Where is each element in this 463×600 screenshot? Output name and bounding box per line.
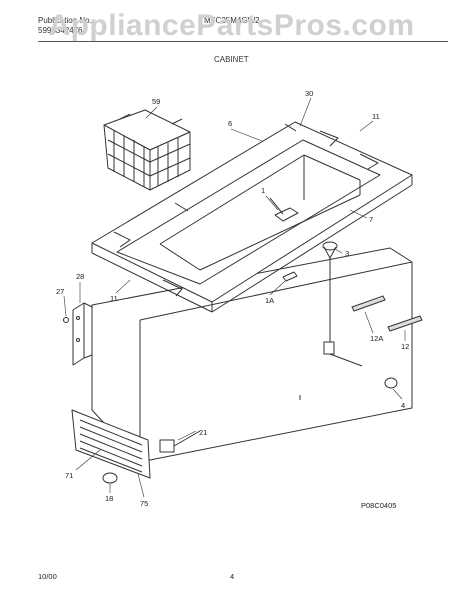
label-light-assembly: 1 bbox=[261, 186, 265, 195]
label-strip-12: 12 bbox=[401, 342, 409, 351]
label-breaker-left: 11 bbox=[110, 294, 118, 303]
page-number: 4 bbox=[230, 572, 235, 581]
label-foot: 18 bbox=[105, 494, 113, 503]
label-strip-12a: 12A bbox=[370, 334, 383, 343]
label-liner-left: 6 bbox=[228, 119, 232, 128]
model-number: MFC25M4GW2 bbox=[204, 16, 260, 25]
section-title: CABINET bbox=[214, 55, 249, 64]
header-rule bbox=[38, 41, 448, 42]
liner-walls bbox=[159, 154, 361, 271]
strips bbox=[351, 295, 423, 332]
grille bbox=[71, 409, 151, 479]
drain-rod bbox=[322, 241, 363, 367]
basket bbox=[103, 109, 191, 191]
label-hinge-screw: 27 bbox=[56, 287, 64, 296]
switch-1a bbox=[282, 271, 298, 282]
figure-code: P08C0405 bbox=[361, 501, 396, 510]
label-drain-plug: 21 bbox=[199, 428, 207, 437]
hinge-bracket bbox=[63, 302, 93, 366]
light-assembly bbox=[269, 197, 299, 222]
leader-lines bbox=[63, 97, 406, 498]
label-cabinet-corner: 7 bbox=[369, 215, 373, 224]
label-basket: 59 bbox=[152, 97, 160, 106]
label-top-frame: 30 bbox=[305, 89, 313, 98]
label-knob-top: 3 bbox=[345, 249, 349, 258]
label-grille: 75 bbox=[140, 499, 148, 508]
footer-date: 10/00 bbox=[38, 572, 57, 581]
label-breaker-right: 11 bbox=[372, 112, 380, 121]
label-hinge-bracket: 28 bbox=[76, 272, 84, 281]
cabinet-body bbox=[91, 247, 413, 463]
publication-label: Publication No. bbox=[38, 16, 92, 25]
label-leveling-leg: 4 bbox=[401, 401, 405, 410]
drain-plug bbox=[159, 430, 201, 453]
leveling-leg bbox=[384, 377, 398, 389]
foot-18 bbox=[102, 472, 118, 484]
watermark: AppliancePartsPros.com bbox=[48, 9, 415, 42]
label-screw-71: 71 bbox=[65, 471, 73, 480]
publication-number: 5995342476 bbox=[38, 26, 83, 35]
label-switch: 1A bbox=[265, 296, 274, 305]
